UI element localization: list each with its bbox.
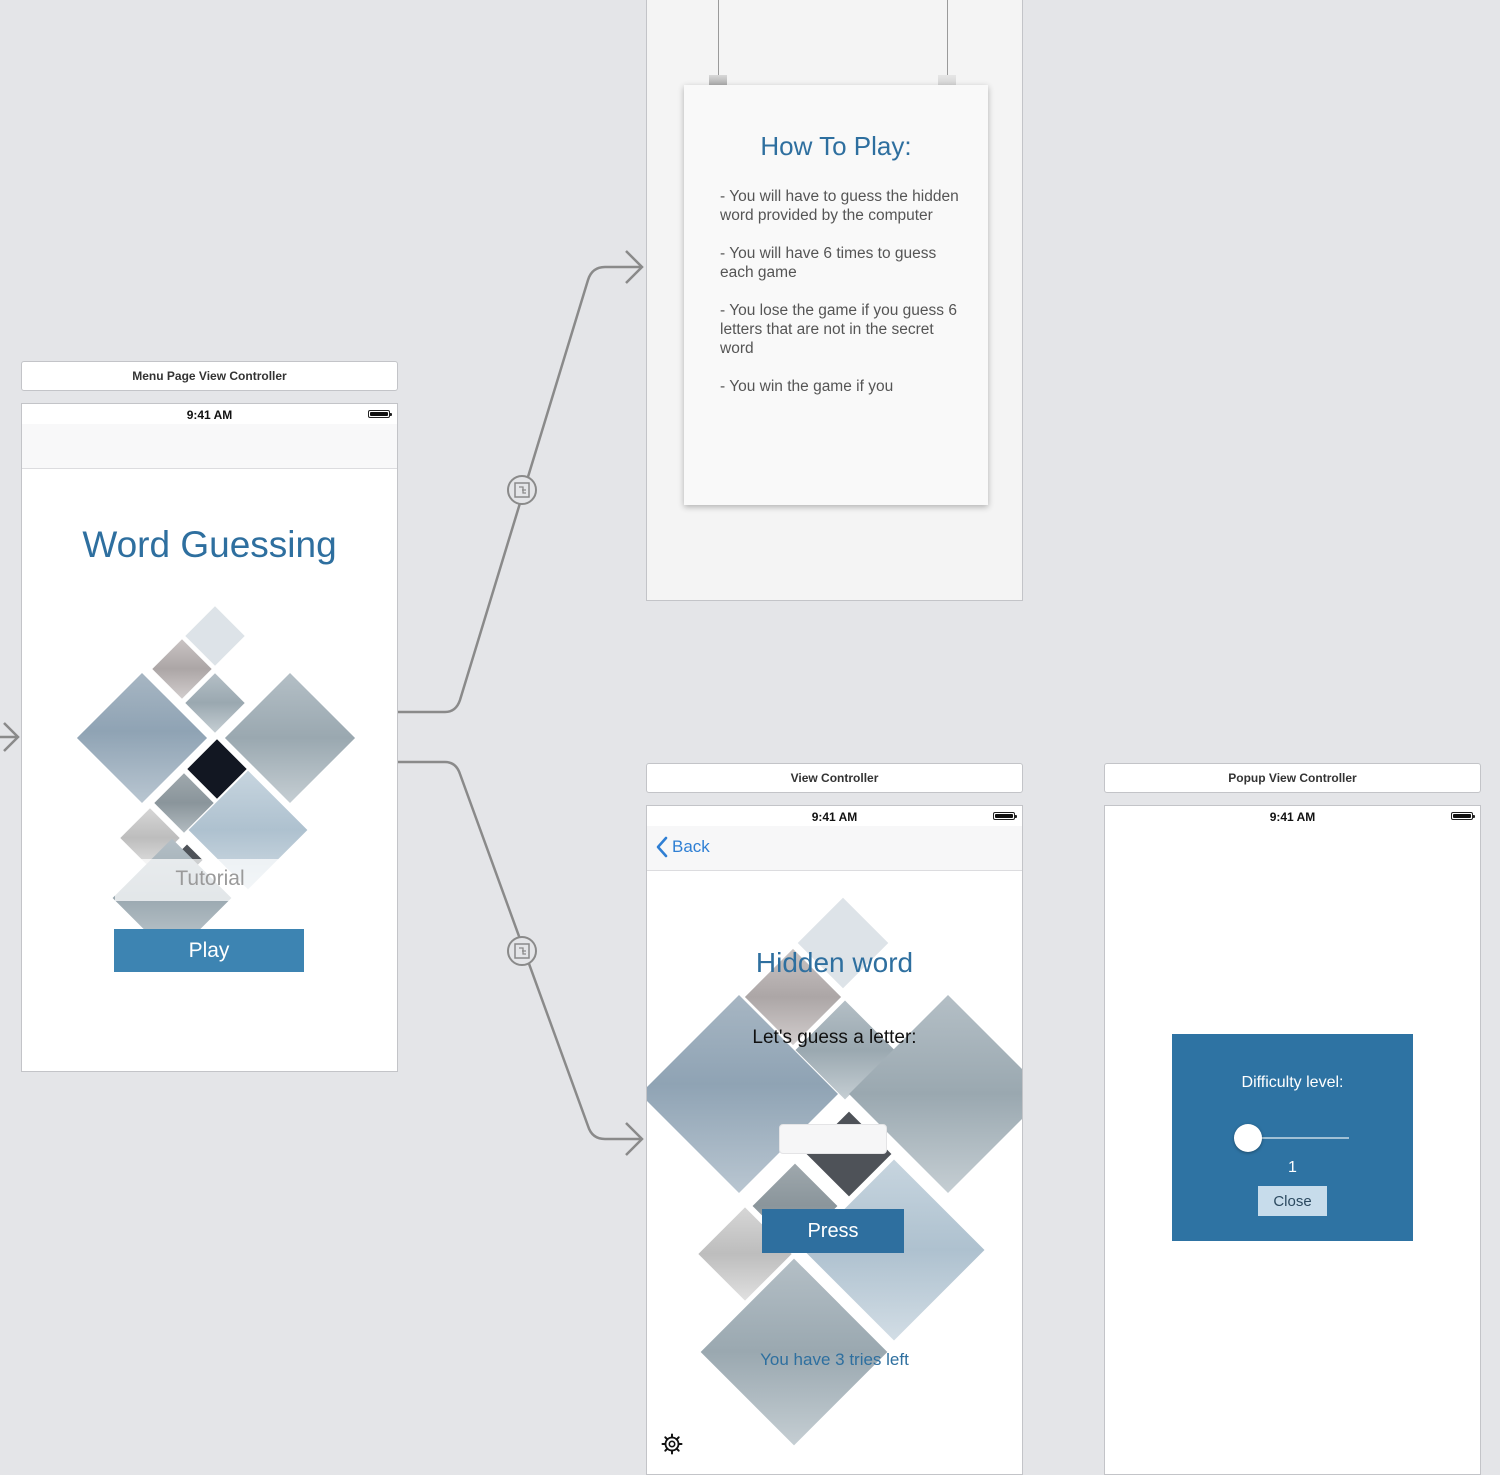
- status-time: 9:41 AM: [1269, 810, 1316, 824]
- guess-prompt-label: Let's guess a letter:: [752, 1027, 917, 1048]
- scene-label-menu[interactable]: Menu Page View Controller: [21, 361, 398, 391]
- status-bar: 9:41 AM: [22, 404, 397, 424]
- segue-icon-game: [507, 936, 537, 966]
- status-bar: 9:41 AM: [1105, 806, 1480, 826]
- rule-item: - You win the game if you: [720, 378, 894, 395]
- status-time: 9:41 AM: [186, 408, 233, 422]
- status-bar: 9:41 AM: [647, 806, 1022, 826]
- menu-screen: 9:41 AM Word Guessing Tutorial Play: [21, 403, 398, 1072]
- navigation-bar: Back: [647, 826, 1022, 871]
- letter-input[interactable]: [779, 1124, 887, 1154]
- how-to-play-title: How To Play:: [760, 131, 912, 161]
- scene-label-text: Menu Page View Controller: [132, 369, 287, 383]
- rule-item: - You will have 6 times to guess each ga…: [720, 245, 937, 281]
- tutorial-button[interactable]: Tutorial: [175, 867, 245, 890]
- hanging-wire-left: [718, 0, 719, 75]
- scene-label-text: Popup View Controller: [1228, 771, 1357, 785]
- arrow-head-tutorial: [625, 250, 644, 284]
- difficulty-slider-track: [1234, 1137, 1349, 1139]
- arrow-head-game: [625, 1122, 644, 1156]
- press-button-label: Press: [807, 1219, 859, 1242]
- back-button[interactable]: Back: [655, 836, 710, 858]
- battery-icon: [993, 812, 1017, 820]
- battery-icon: [368, 410, 392, 418]
- close-button[interactable]: Close: [1258, 1186, 1327, 1216]
- battery-icon: [1451, 812, 1475, 820]
- difficulty-value: 1: [1288, 1159, 1297, 1176]
- back-label: Back: [672, 837, 710, 856]
- play-button-label: Play: [188, 938, 230, 962]
- difficulty-label: Difficulty level:: [1241, 1074, 1344, 1091]
- tries-left-label: You have 3 tries left: [760, 1350, 909, 1369]
- tutorial-screen: How To Play: - You will have to guess th…: [646, 0, 1023, 601]
- rule-item: - You lose the game if you guess 6 lette…: [720, 302, 957, 357]
- status-time: 9:41 AM: [811, 810, 858, 824]
- tutorial-button-bg: [115, 859, 305, 901]
- hidden-word-label: Hidden word: [755, 947, 914, 978]
- chevron-left-icon: [656, 836, 668, 858]
- scene-label-game[interactable]: View Controller: [646, 763, 1023, 793]
- popup-screen: 9:41 AM Difficulty level: 1 Close: [1104, 805, 1481, 1475]
- scene-label-text: View Controller: [790, 771, 879, 785]
- close-button-label: Close: [1273, 1192, 1312, 1210]
- difficulty-popup: Difficulty level: 1 Close: [1172, 1034, 1413, 1241]
- scene-label-popup[interactable]: Popup View Controller: [1104, 763, 1481, 793]
- navigation-bar: [22, 424, 397, 469]
- press-button[interactable]: Press: [762, 1209, 904, 1253]
- app-title: Word Guessing: [82, 524, 337, 565]
- play-button[interactable]: Play: [114, 929, 304, 972]
- rules-text-view[interactable]: - You will have to guess the hidden word…: [720, 187, 960, 413]
- gear-icon[interactable]: [661, 1433, 683, 1455]
- entry-arrow-icon: [0, 722, 20, 752]
- segue-icon-tutorial: [507, 475, 537, 505]
- game-screen: 9:41 AM Back Hidden word Let's guess a l…: [646, 805, 1023, 1475]
- difficulty-slider-thumb[interactable]: [1234, 1124, 1262, 1152]
- rule-item: - You will have to guess the hidden word…: [720, 188, 959, 224]
- instruction-poster: How To Play: - You will have to guess th…: [684, 85, 988, 505]
- hanging-wire-right: [947, 0, 948, 75]
